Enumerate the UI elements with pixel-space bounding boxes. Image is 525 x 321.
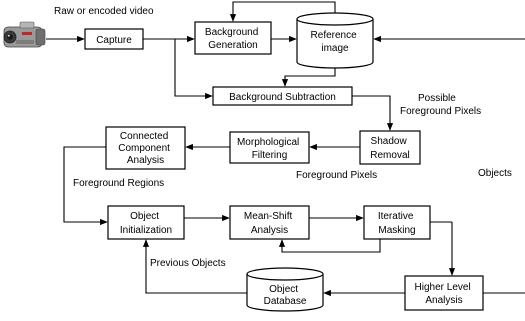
background-generation-label: Background Generation <box>205 27 261 51</box>
mean-shift-analysis-label: Mean-Shift Analysis <box>244 211 295 236</box>
iterative-masking-node: Iterative Masking <box>363 205 431 240</box>
background-subtraction-label: Background Subtraction <box>229 92 336 103</box>
edge-connected-component-to-object-initialization <box>63 146 108 226</box>
higher-level-analysis-label: Higher Level Analysis <box>415 282 474 306</box>
morphological-filtering-node: Morphological Filtering <box>229 131 310 164</box>
mean-shift-analysis-box <box>229 205 310 240</box>
background-generation-node: Background Generation <box>194 21 272 55</box>
morphological-filtering-box <box>229 131 310 164</box>
higher-level-analysis-box <box>404 275 484 311</box>
object-database-cylinder-top <box>246 267 324 281</box>
capture-node: Capture <box>84 28 144 50</box>
reference-image-cylinder-top <box>296 12 374 26</box>
edge-iterative-masking-to-mean-shift <box>278 239 381 253</box>
previous-objects-label: Previous Objects <box>150 258 226 269</box>
shadow-removal-node: Shadow Removal <box>359 130 421 165</box>
foreground-pixels-label: Foreground Pixels <box>296 170 377 181</box>
object-database-node: Object Database <box>246 267 324 312</box>
edge-object-database-to-object-initialization <box>142 239 247 294</box>
edge-reference-image-to-background-subtraction <box>281 68 336 87</box>
iterative-masking-box <box>363 205 431 240</box>
object-database-label: Object Database <box>264 284 307 307</box>
shadow-removal-label: Shadow Removal <box>370 136 409 161</box>
raw-video-label: Raw or encoded video <box>54 6 154 17</box>
edge-reference-image-to-background-generation <box>229 1 336 22</box>
edge-capture-to-background-subtraction <box>174 39 213 100</box>
edge-background-subtraction-to-shadow-removal <box>352 95 394 131</box>
foreground-regions-label: Foreground Regions <box>73 178 164 189</box>
video-camera-icon <box>3 21 46 48</box>
reference-image-label: Reference image <box>311 30 360 54</box>
mean-shift-analysis-node: Mean-Shift Analysis <box>229 205 310 240</box>
edge-iterative-masking-to-higher-level-analysis <box>430 221 452 275</box>
object-initialization-node: Object Initialization <box>107 205 185 240</box>
object-initialization-box <box>107 205 185 240</box>
object-database-cylinder-body <box>246 274 324 312</box>
objects-label: Objects <box>478 168 512 179</box>
connected-component-analysis-node: Connected Component Analysis <box>105 126 186 170</box>
connected-component-analysis-box <box>105 126 186 170</box>
higher-level-analysis-node: Higher Level Analysis <box>404 275 484 311</box>
shadow-removal-box <box>359 130 421 165</box>
background-generation-box <box>194 21 272 55</box>
morphological-filtering-label: Morphological Filtering <box>237 137 302 161</box>
capture-label: Capture <box>96 35 132 46</box>
reference-image-node: Reference image <box>296 12 374 69</box>
object-initialization-label: Object Initialization <box>120 211 172 236</box>
connected-component-analysis-label: Connected Component Analysis <box>118 131 172 166</box>
possible-foreground-label: Possible Foreground Pixels <box>400 93 481 117</box>
iterative-masking-label: Iterative Masking <box>378 211 416 236</box>
background-subtraction-node: Background Subtraction <box>212 86 353 106</box>
